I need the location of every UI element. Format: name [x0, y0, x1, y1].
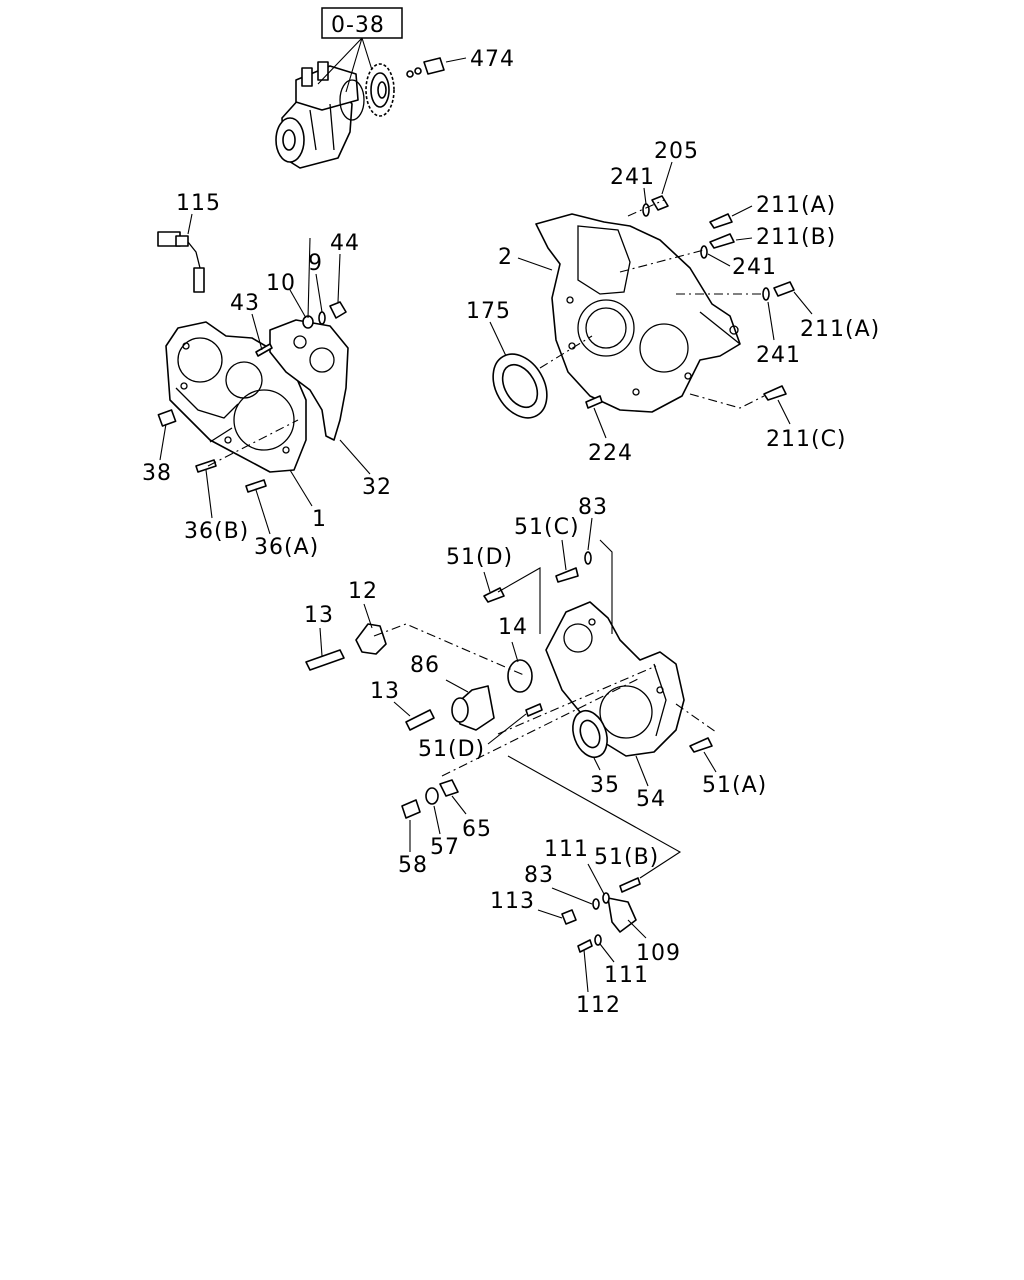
bracket-65	[439, 779, 459, 797]
callout-9: 9	[308, 251, 323, 276]
callout-36B: 36(B)	[184, 519, 249, 544]
gasket-32	[269, 319, 349, 441]
callout-38: 38	[142, 461, 172, 486]
washer-241-mid	[700, 245, 708, 259]
bolt-51B	[619, 877, 641, 893]
pin-43	[255, 343, 273, 357]
sensor-115	[157, 231, 205, 293]
callout-211A-right: 211(A)	[800, 317, 880, 342]
oil-seal-35	[572, 709, 608, 759]
washer-83-bottom	[592, 898, 600, 910]
callout-43: 43	[230, 291, 260, 316]
callout-14: 14	[498, 615, 528, 640]
bolt-211A-right	[773, 281, 795, 297]
bolt-211A-top	[709, 213, 733, 229]
callout-205: 205	[654, 139, 699, 164]
callout-54: 54	[636, 787, 666, 812]
callout-112: 112	[576, 993, 621, 1018]
callout-13-bottom: 13	[370, 679, 400, 704]
callout-111-top: 111	[544, 837, 589, 862]
callout-12: 12	[348, 579, 378, 604]
bolt-51C	[555, 567, 579, 583]
callout-211B: 211(B)	[756, 225, 836, 250]
callout-83-bottom: 83	[524, 863, 554, 888]
callout-58: 58	[398, 853, 428, 878]
callout-211A-top: 211(A)	[756, 193, 836, 218]
callout-241-right: 241	[756, 343, 801, 368]
bolt-211B	[709, 233, 735, 249]
callout-10: 10	[266, 271, 296, 296]
callout-113: 113	[490, 889, 535, 914]
nut-205	[651, 195, 669, 211]
bolt-51A	[689, 737, 713, 753]
callout-35: 35	[590, 773, 620, 798]
stud-224	[585, 395, 603, 409]
washer-241-right	[762, 287, 770, 301]
callout-211C: 211(C)	[766, 427, 847, 452]
housing-86	[451, 685, 495, 731]
callout-51A: 51(A)	[702, 773, 767, 798]
washer-111-top	[602, 892, 610, 904]
flywheel-housing-2	[535, 213, 741, 413]
bolt-36A	[245, 479, 267, 493]
callout-115: 115	[176, 191, 221, 216]
callout-474: 474	[470, 47, 515, 72]
gear-nut-474	[406, 57, 445, 78]
gear-case-1	[165, 321, 307, 473]
callout-241-mid: 241	[732, 255, 777, 280]
bolt-112	[577, 939, 593, 953]
callout-109: 109	[636, 941, 681, 966]
callout-57: 57	[430, 835, 460, 860]
gasket-57	[425, 787, 439, 805]
callout-13-top: 13	[304, 603, 334, 628]
callout-51C: 51(C)	[514, 515, 580, 540]
callout-111-bottom: 111	[604, 963, 649, 988]
plug-58	[401, 799, 421, 819]
reference-box	[321, 7, 403, 39]
compressor-drive-gear	[365, 63, 395, 117]
callout-51D-top: 51(D)	[446, 545, 513, 570]
cover-12	[355, 623, 387, 655]
callout-65: 65	[462, 817, 492, 842]
bolt-211C	[763, 385, 787, 401]
rear-cover-plate-54	[545, 601, 685, 757]
callout-44: 44	[330, 231, 360, 256]
reference-label: 0-38	[331, 13, 385, 38]
washer-111-bottom	[594, 934, 602, 946]
dowel-38	[157, 409, 177, 427]
nut-44	[329, 301, 347, 319]
o-ring-14	[507, 659, 533, 693]
washer-83-top	[584, 551, 592, 565]
washer-241-top	[642, 203, 650, 217]
oil-seal-175	[492, 353, 548, 419]
bolt-13-top	[305, 649, 345, 671]
callout-51D-mid: 51(D)	[418, 737, 485, 762]
air-compressor-assembly	[275, 61, 365, 169]
callout-1: 1	[312, 507, 327, 532]
bolt-51D-mid	[525, 703, 543, 717]
callout-175: 175	[466, 299, 511, 324]
breather-bracket-109	[607, 897, 637, 933]
callout-36A: 36(A)	[254, 535, 319, 560]
callout-224: 224	[588, 441, 633, 466]
callout-32: 32	[362, 475, 392, 500]
bolt-13-bottom	[405, 709, 435, 731]
callout-2: 2	[498, 245, 513, 270]
callout-51B: 51(B)	[594, 845, 659, 870]
washer-9	[318, 311, 326, 325]
callout-83-top: 83	[578, 495, 608, 520]
nut-113	[561, 909, 577, 925]
callout-241-top: 241	[610, 165, 655, 190]
bolt-36B	[195, 459, 217, 473]
callout-86: 86	[410, 653, 440, 678]
